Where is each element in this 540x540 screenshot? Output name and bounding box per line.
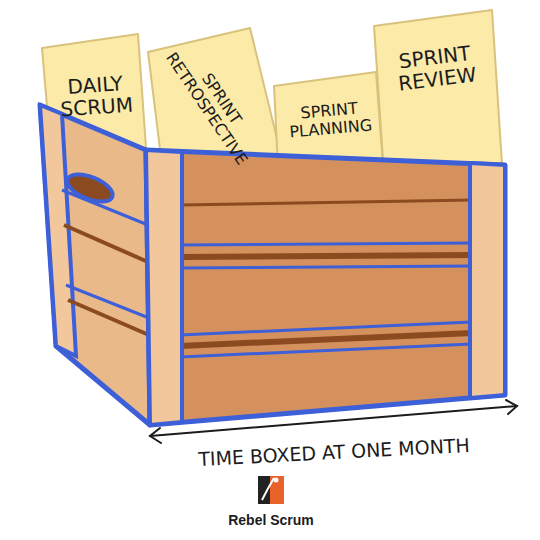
plank-gap	[68, 300, 149, 335]
crate-front	[146, 150, 505, 425]
paper-card: DAILY SCRUM	[47, 70, 146, 121]
dimension-label: TIME BOXED AT ONE MONTH	[144, 431, 525, 473]
crate-post	[40, 105, 76, 356]
crate-handle	[64, 169, 117, 207]
logo-icon	[258, 476, 284, 504]
meeting-name: DAILY SCRUM	[47, 70, 146, 121]
plank-gap	[64, 225, 148, 262]
plank-edge	[180, 344, 472, 357]
plank-gap	[180, 255, 472, 257]
plank-gap	[180, 200, 472, 205]
plank-edge	[180, 243, 472, 245]
crate-post	[470, 163, 505, 398]
crate-post	[146, 150, 182, 425]
plank-edge	[66, 285, 149, 318]
plank-edge	[180, 266, 472, 268]
plank-gap	[180, 333, 472, 346]
logo-text: Rebel Scrum	[191, 512, 351, 528]
crate-side	[40, 105, 150, 425]
